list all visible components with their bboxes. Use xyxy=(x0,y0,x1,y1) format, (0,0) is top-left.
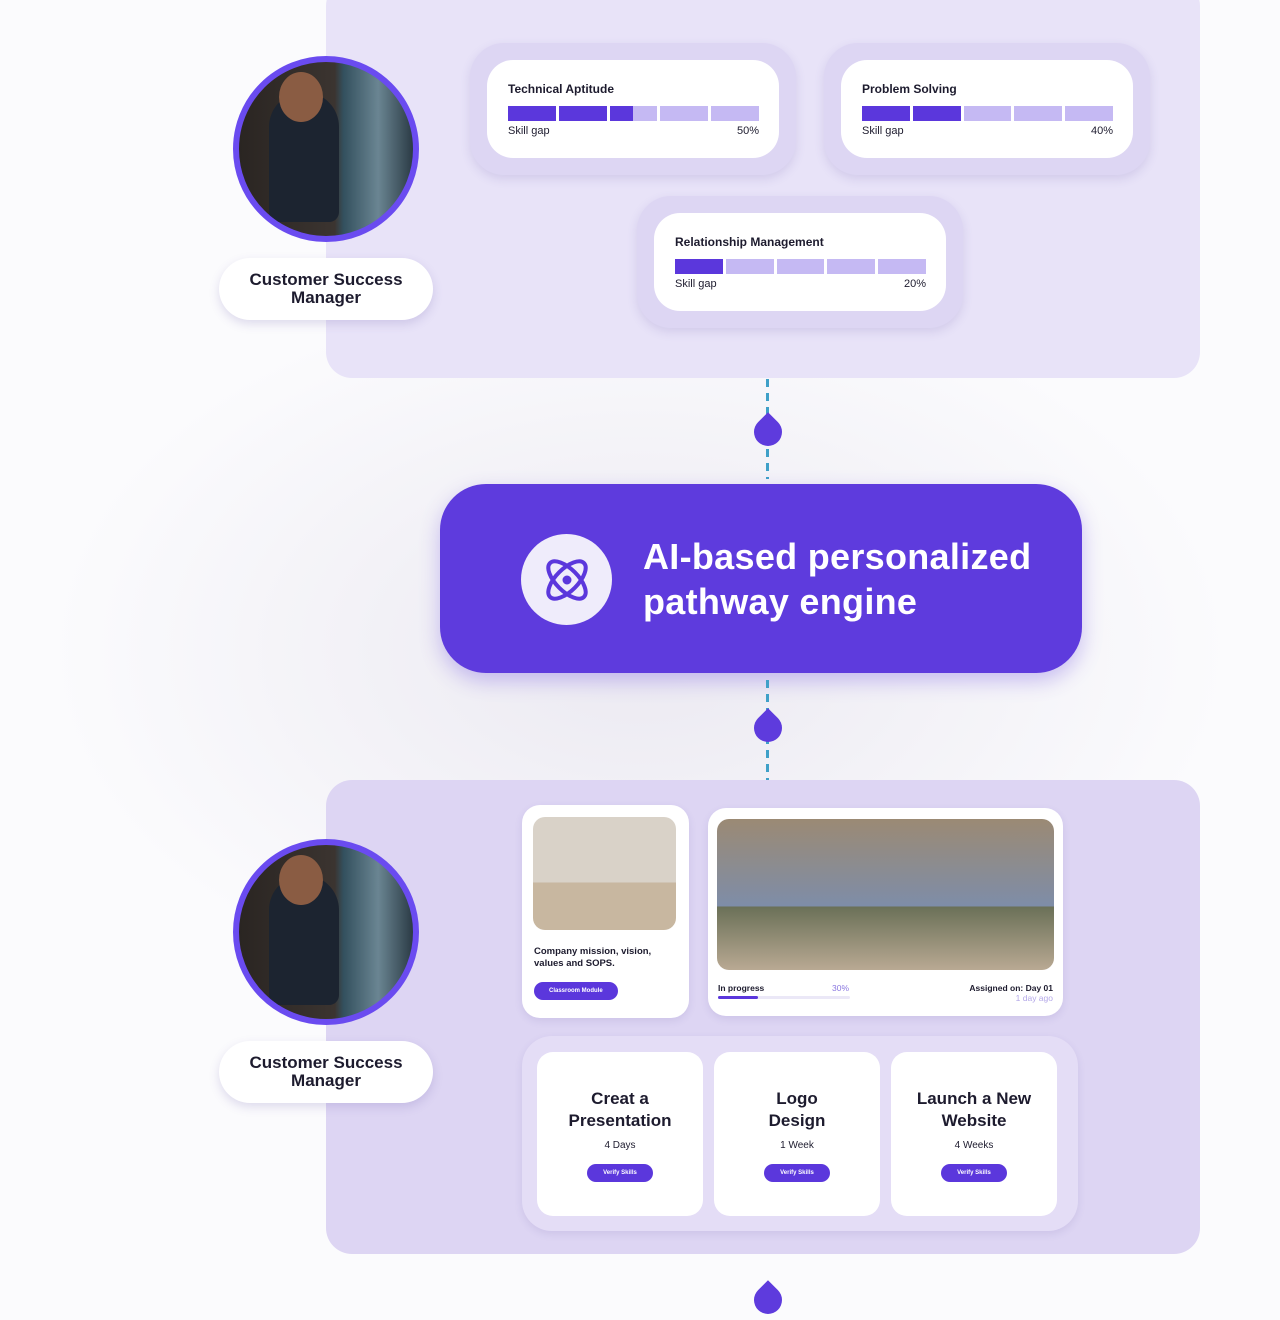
progress-status: In progress xyxy=(718,983,765,993)
skill-card: Technical Aptitude Skill gap 50% xyxy=(470,43,796,175)
task-name: Launch a New Website xyxy=(916,1089,1032,1130)
drop-marker-icon xyxy=(748,1280,788,1320)
skill-gap-value: 40% xyxy=(1090,125,1113,137)
skill-bar-segment xyxy=(558,106,607,121)
task-duration: 4 Days xyxy=(604,1140,636,1151)
skill-card: Relationship Management Skill gap 20% xyxy=(637,196,963,328)
skill-gap-label: Skill gap xyxy=(508,125,550,137)
skill-bar-segment xyxy=(675,259,723,274)
skill-bar-segment xyxy=(1065,106,1113,121)
skill-bar xyxy=(675,259,926,274)
assigned-date: Assigned on: Day 01 xyxy=(969,983,1053,993)
module-photo xyxy=(533,817,676,930)
skill-bar-segment xyxy=(963,106,1012,121)
skill-title: Technical Aptitude xyxy=(508,82,615,96)
module-text: Company mission, vision, values and SOPS… xyxy=(534,946,652,969)
avatar xyxy=(233,56,419,242)
skill-bar-segment xyxy=(912,106,961,121)
task-duration: 4 Weeks xyxy=(954,1140,994,1151)
skill-bar-segment xyxy=(711,106,759,121)
skill-card: Problem Solving Skill gap 40% xyxy=(824,43,1150,175)
progress-card[interactable]: In progress 30% Assigned on: Day 01 1 da… xyxy=(708,808,1063,1016)
module-card[interactable]: Company mission, vision, values and SOPS… xyxy=(522,805,689,1018)
skill-bar-segment xyxy=(609,106,658,121)
skill-gap-label: Skill gap xyxy=(862,125,904,137)
skill-bar xyxy=(862,106,1113,121)
task-name: Creat a Presentation xyxy=(568,1089,672,1130)
verify-skills-button[interactable]: Verify Skills xyxy=(941,1164,1007,1182)
progress-bar xyxy=(718,996,850,999)
skill-gap-value: 20% xyxy=(903,278,926,290)
skill-bar-segment xyxy=(776,259,825,274)
progress-percent: 30% xyxy=(832,983,850,993)
skill-gap-value: 50% xyxy=(736,125,759,137)
role-label: Customer Success Manager xyxy=(219,258,433,320)
verify-skills-button[interactable]: Verify Skills xyxy=(764,1164,830,1182)
skill-bar-segment xyxy=(1014,106,1063,121)
skill-bar xyxy=(508,106,759,121)
skill-bar-segment xyxy=(827,259,876,274)
pathway-engine-box: AI-based personalized pathway engine xyxy=(440,484,1082,673)
task-duration: 1 Week xyxy=(780,1140,814,1151)
classroom-module-button[interactable]: Classroom Module xyxy=(534,982,618,1000)
progress-photo xyxy=(717,819,1054,970)
assigned-ago: 1 day ago xyxy=(1015,993,1053,1003)
role-label: Customer Success Manager xyxy=(219,1041,433,1103)
skill-bar-segment xyxy=(878,259,926,274)
skill-bar-segment xyxy=(508,106,556,121)
skill-title: Relationship Management xyxy=(675,235,824,249)
skill-bar-segment xyxy=(862,106,910,121)
engine-title: AI-based personalized pathway engine xyxy=(643,536,1032,622)
task-name: Logo Design xyxy=(768,1089,826,1130)
verify-skills-button[interactable]: Verify Skills xyxy=(587,1164,653,1182)
progress-fill xyxy=(718,996,758,999)
skill-title: Problem Solving xyxy=(862,82,957,96)
atom-icon xyxy=(521,534,612,625)
skill-gap-label: Skill gap xyxy=(675,278,717,290)
skill-bar-segment xyxy=(660,106,709,121)
skill-bar-segment xyxy=(725,259,774,274)
avatar xyxy=(233,839,419,1025)
